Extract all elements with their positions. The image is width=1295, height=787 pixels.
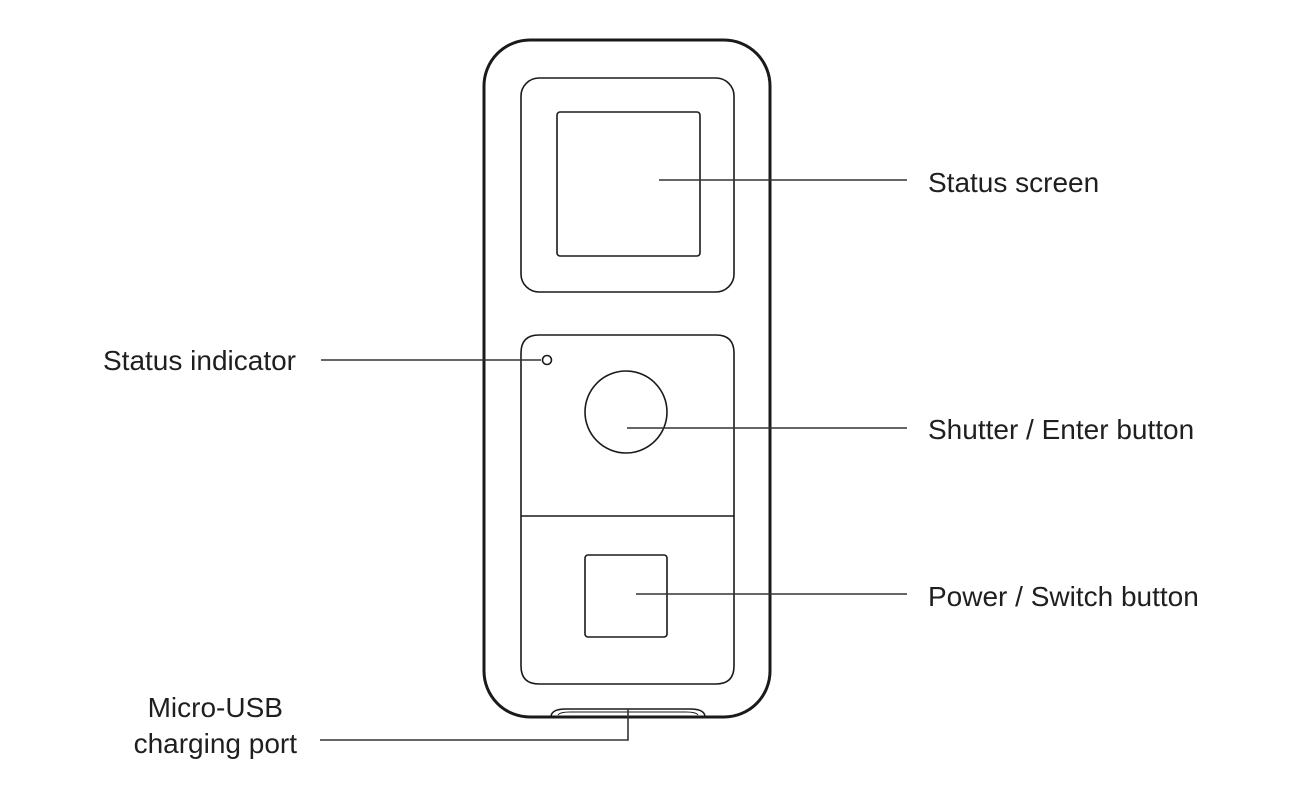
usb-port-label: Micro-USB charging port — [134, 690, 297, 762]
usb-port-label-line2: charging port — [133, 728, 297, 759]
shutter-button — [584, 370, 668, 454]
shutter-button-label: Shutter / Enter button — [928, 414, 1195, 445]
status-indicator-led — [541, 354, 553, 366]
leader-usb-port — [320, 709, 629, 741]
usb-port-label-line1: Micro-USB — [147, 692, 283, 723]
power-button-label: Power / Switch button — [928, 581, 1199, 612]
status-screen-label: Status screen — [928, 167, 1100, 198]
status-screen-bezel — [520, 77, 735, 293]
power-button — [584, 554, 668, 638]
status-indicator-label: Status indicator — [103, 345, 296, 376]
device-body — [482, 38, 772, 719]
button-panel — [520, 334, 735, 685]
status-screen — [556, 111, 701, 257]
